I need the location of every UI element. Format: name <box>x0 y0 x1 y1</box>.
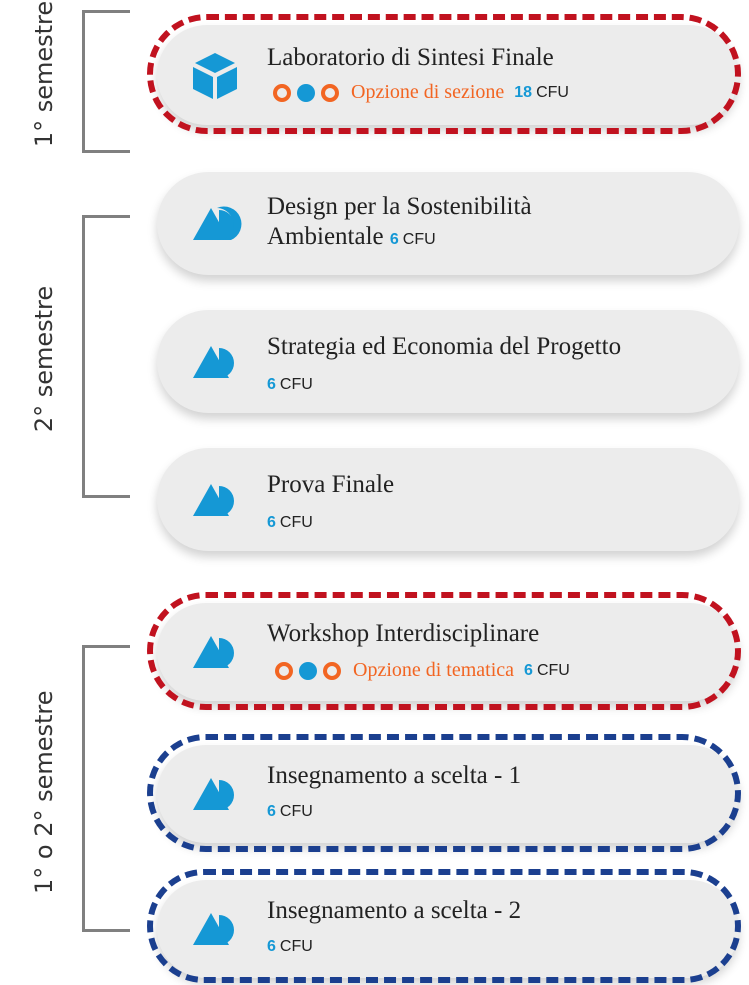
cfu-value: 6 <box>267 376 276 393</box>
cfu-value: 6 <box>267 938 276 955</box>
shapes-icon <box>193 636 234 668</box>
semester-label-1: 1° semestre <box>30 0 58 148</box>
semester-bracket-1 <box>82 10 130 153</box>
option-label: Opzione di sezione <box>351 81 505 103</box>
cfu-value: 6 <box>267 803 276 820</box>
cfu-unit: CFU <box>536 83 569 101</box>
course-card-laboratorio[interactable]: Laboratorio di Sintesi Finale Opzione di… <box>157 25 739 125</box>
semester-bracket-3 <box>82 645 130 932</box>
course-card-workshop[interactable]: Workshop Interdisciplinare Opzione di te… <box>157 603 739 701</box>
course-title: Workshop Interdisciplinare <box>267 620 540 647</box>
course-title: Prova Finale <box>267 471 395 498</box>
course-title-line2: Ambientale <box>267 223 384 250</box>
course-title: Strategia ed Economia del Progetto <box>267 333 622 360</box>
shapes-icon <box>193 206 242 240</box>
course-title: Insegnamento a scelta - 1 <box>267 762 522 789</box>
course-card-design-sostenibilita[interactable]: Design per la Sostenibilità Ambientale 6… <box>157 172 739 275</box>
cfu-unit: CFU <box>279 514 313 531</box>
option-ring-icon <box>321 83 339 102</box>
semester-bracket-2 <box>82 215 130 498</box>
course-meta: Opzione di tematica 6 CFU <box>275 659 570 682</box>
course-title-line1: Design per la Sostenibilità <box>267 193 532 220</box>
cfu-unit: CFU <box>279 938 313 955</box>
course-card-prova-finale[interactable]: Prova Finale 6 CFU <box>157 448 739 551</box>
option-ring-icon <box>275 661 293 680</box>
course-card-strategia[interactable]: Strategia ed Economia del Progetto 6 CFU <box>157 310 739 413</box>
cfu-unit: CFU <box>279 376 313 393</box>
cfu-value: 6 <box>267 514 276 531</box>
semester-label-3: 1° o 2° semestre <box>30 690 58 894</box>
cfu-value: 18 <box>514 83 533 101</box>
course-meta: 6 CFU <box>267 376 313 394</box>
option-ring-icon <box>323 661 341 680</box>
cfu-value: 6 <box>524 661 533 679</box>
cfu-unit: CFU <box>402 231 436 248</box>
course-title: Design per la Sostenibilità Ambientale 6… <box>267 192 532 255</box>
option-dot-icon <box>297 83 315 102</box>
semester-label-2: 2° semestre <box>30 285 58 433</box>
course-title: Insegnamento a scelta - 2 <box>267 897 522 924</box>
option-label: Opzione di tematica <box>353 659 515 681</box>
course-title: Laboratorio di Sintesi Finale <box>267 44 554 71</box>
shapes-icon <box>193 913 234 945</box>
option-ring-icon <box>273 83 291 102</box>
cube-icon <box>193 53 237 99</box>
cfu-unit: CFU <box>536 661 570 679</box>
course-meta: 6 CFU <box>267 803 313 821</box>
course-meta: Opzione di sezione 18 CFU <box>273 81 569 104</box>
shapes-icon <box>193 346 234 378</box>
shapes-icon <box>193 484 234 516</box>
course-meta: 6 CFU <box>267 514 313 532</box>
shapes-icon <box>193 778 234 810</box>
course-card-scelta-1[interactable]: Insegnamento a scelta - 1 6 CFU <box>157 745 739 843</box>
course-meta: 6 CFU <box>267 938 313 956</box>
course-card-scelta-2[interactable]: Insegnamento a scelta - 2 6 CFU <box>157 880 739 978</box>
option-dot-icon <box>299 661 317 680</box>
cfu-value: 6 <box>389 231 399 248</box>
cfu-unit: CFU <box>279 803 313 820</box>
